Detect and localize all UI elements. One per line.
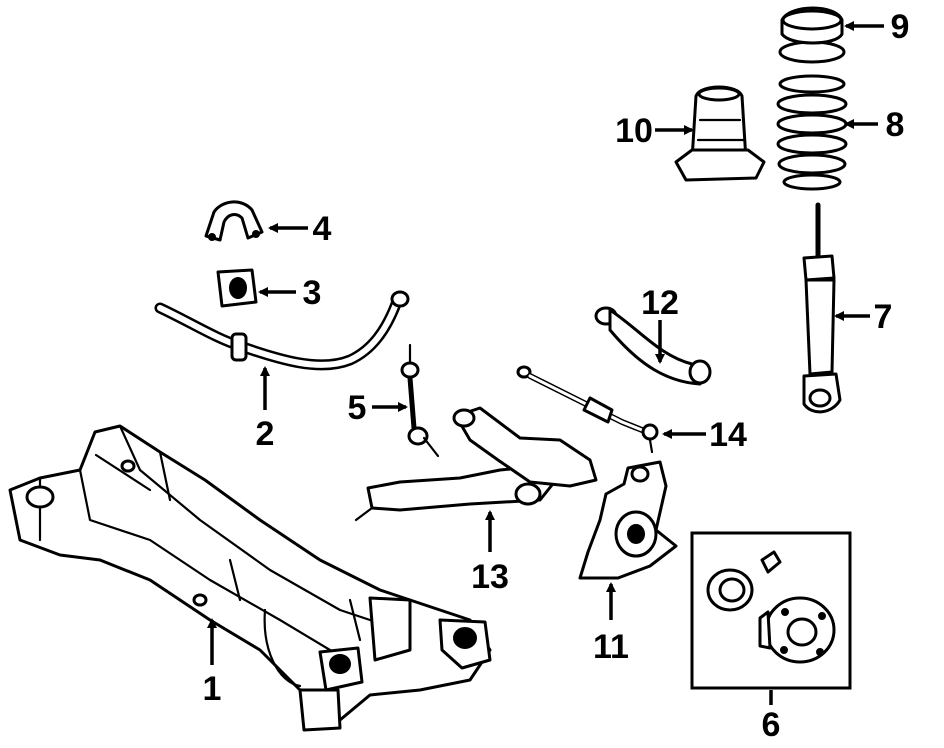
part-bushing-bracket[interactable] [204,200,264,242]
part-crossmember[interactable] [8,424,492,732]
callout-5: 5 [348,389,367,427]
callout-3: 3 [303,274,322,312]
part-stabilizer-link[interactable] [400,343,440,458]
part-toe-link[interactable] [516,365,659,454]
callout-8: 8 [886,106,905,144]
callout-12: 12 [641,284,679,322]
callout-1: 1 [203,670,222,708]
callout-2: 2 [256,415,275,453]
part-lower-control-arm[interactable] [354,406,598,522]
callout-7: 7 [874,298,893,336]
callout-13: 13 [471,558,509,596]
callout-4: 4 [313,210,332,248]
callout-14: 14 [709,416,747,454]
part-shock-absorber[interactable] [802,202,842,414]
callout-labels: 1 2 3 4 5 6 7 8 9 10 11 12 13 14 [203,8,910,744]
callout-10: 10 [615,112,653,150]
part-upper-control-arm[interactable] [594,306,712,386]
callout-9: 9 [891,8,910,46]
part-knuckle[interactable] [578,460,678,580]
callout-6: 6 [762,706,781,744]
part-stabilizer-bar[interactable] [154,290,410,371]
part-hub-bearing-assembly[interactable] [690,531,852,690]
part-shock-mount[interactable] [674,85,766,182]
callout-11: 11 [593,628,629,666]
leaders [207,21,884,705]
part-stabilizer-bushing[interactable] [216,268,258,308]
part-spring-seat[interactable] [778,6,846,64]
part-coil-spring[interactable] [776,74,848,191]
